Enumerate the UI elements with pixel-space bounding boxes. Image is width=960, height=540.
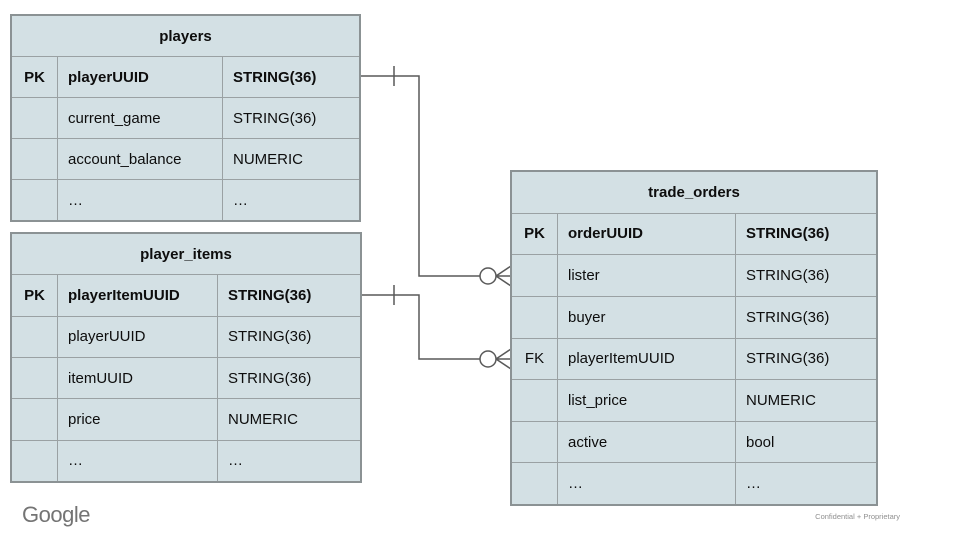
cell-key <box>12 317 57 357</box>
crow-foot-many-icon <box>495 348 512 370</box>
cell-type: STRING(36) <box>222 98 359 138</box>
cell-type: STRING(36) <box>222 57 359 97</box>
cell-key <box>512 255 557 296</box>
cell-key <box>12 139 57 179</box>
cell-key: PK <box>524 225 545 243</box>
cell-key: FK <box>524 350 545 368</box>
cell-key <box>12 358 57 398</box>
cell-type: NUMERIC <box>217 399 360 440</box>
google-logo: Google <box>22 502 90 527</box>
cell-type: STRING(36) <box>217 275 360 316</box>
cell-field: … <box>57 440 217 481</box>
relationship-player-items-to-trade-orders <box>362 285 512 370</box>
table-title: players <box>159 27 212 45</box>
cell-type: STRING(36) <box>735 213 876 255</box>
table-row: …… <box>512 462 876 504</box>
relationship-players-to-trade-orders <box>361 66 512 287</box>
cell-key <box>512 297 557 338</box>
cell-key: PK <box>24 286 45 304</box>
cell-field: orderUUID <box>557 213 735 255</box>
cardinality-zero-circle-icon <box>479 267 497 285</box>
cell-field: itemUUID <box>57 357 217 399</box>
cell-type: STRING(36) <box>735 296 876 338</box>
cell-type: bool <box>735 421 876 463</box>
cell-key <box>12 441 57 481</box>
cell-key <box>12 98 57 138</box>
cell-key: PK <box>24 68 45 86</box>
table-row: …… <box>12 179 359 220</box>
cell-field: current_game <box>57 98 222 138</box>
cell-field: … <box>57 180 222 220</box>
cell-type: STRING(36) <box>735 338 876 380</box>
cell-key <box>512 463 557 504</box>
cell-type: STRING(36) <box>217 316 360 357</box>
crow-foot-many-icon <box>495 265 512 287</box>
cell-field: playerUUID <box>57 57 222 97</box>
cell-type: … <box>735 463 876 504</box>
cell-type: NUMERIC <box>222 139 359 179</box>
table-row: …… <box>12 439 360 481</box>
cell-type: STRING(36) <box>735 255 876 296</box>
cell-key <box>512 422 557 463</box>
cell-type: STRING(36) <box>217 357 360 399</box>
cell-field: playerItemUUID <box>57 275 217 316</box>
cardinality-zero-circle-icon <box>479 350 497 368</box>
connector-line <box>362 294 480 360</box>
cell-field: … <box>557 463 735 504</box>
cell-key <box>12 180 57 220</box>
cell-field: playerUUID <box>57 316 217 357</box>
cell-key <box>12 399 57 439</box>
cell-field: price <box>57 399 217 440</box>
cell-type: … <box>217 440 360 481</box>
confidentiality-note: Confidential + Proprietary <box>815 512 900 521</box>
cell-key <box>512 380 557 421</box>
cell-field: list_price <box>557 380 735 421</box>
cell-field: lister <box>557 255 735 296</box>
cell-field: buyer <box>557 296 735 338</box>
cell-type: NUMERIC <box>735 380 876 421</box>
cell-type: … <box>222 180 359 220</box>
table-title: player_items <box>140 245 232 263</box>
cell-field: playerItemUUID <box>557 338 735 380</box>
table-title: trade_orders <box>648 183 740 201</box>
connector-line <box>361 75 480 277</box>
cell-field: active <box>557 421 735 463</box>
cell-field: account_balance <box>57 139 222 179</box>
